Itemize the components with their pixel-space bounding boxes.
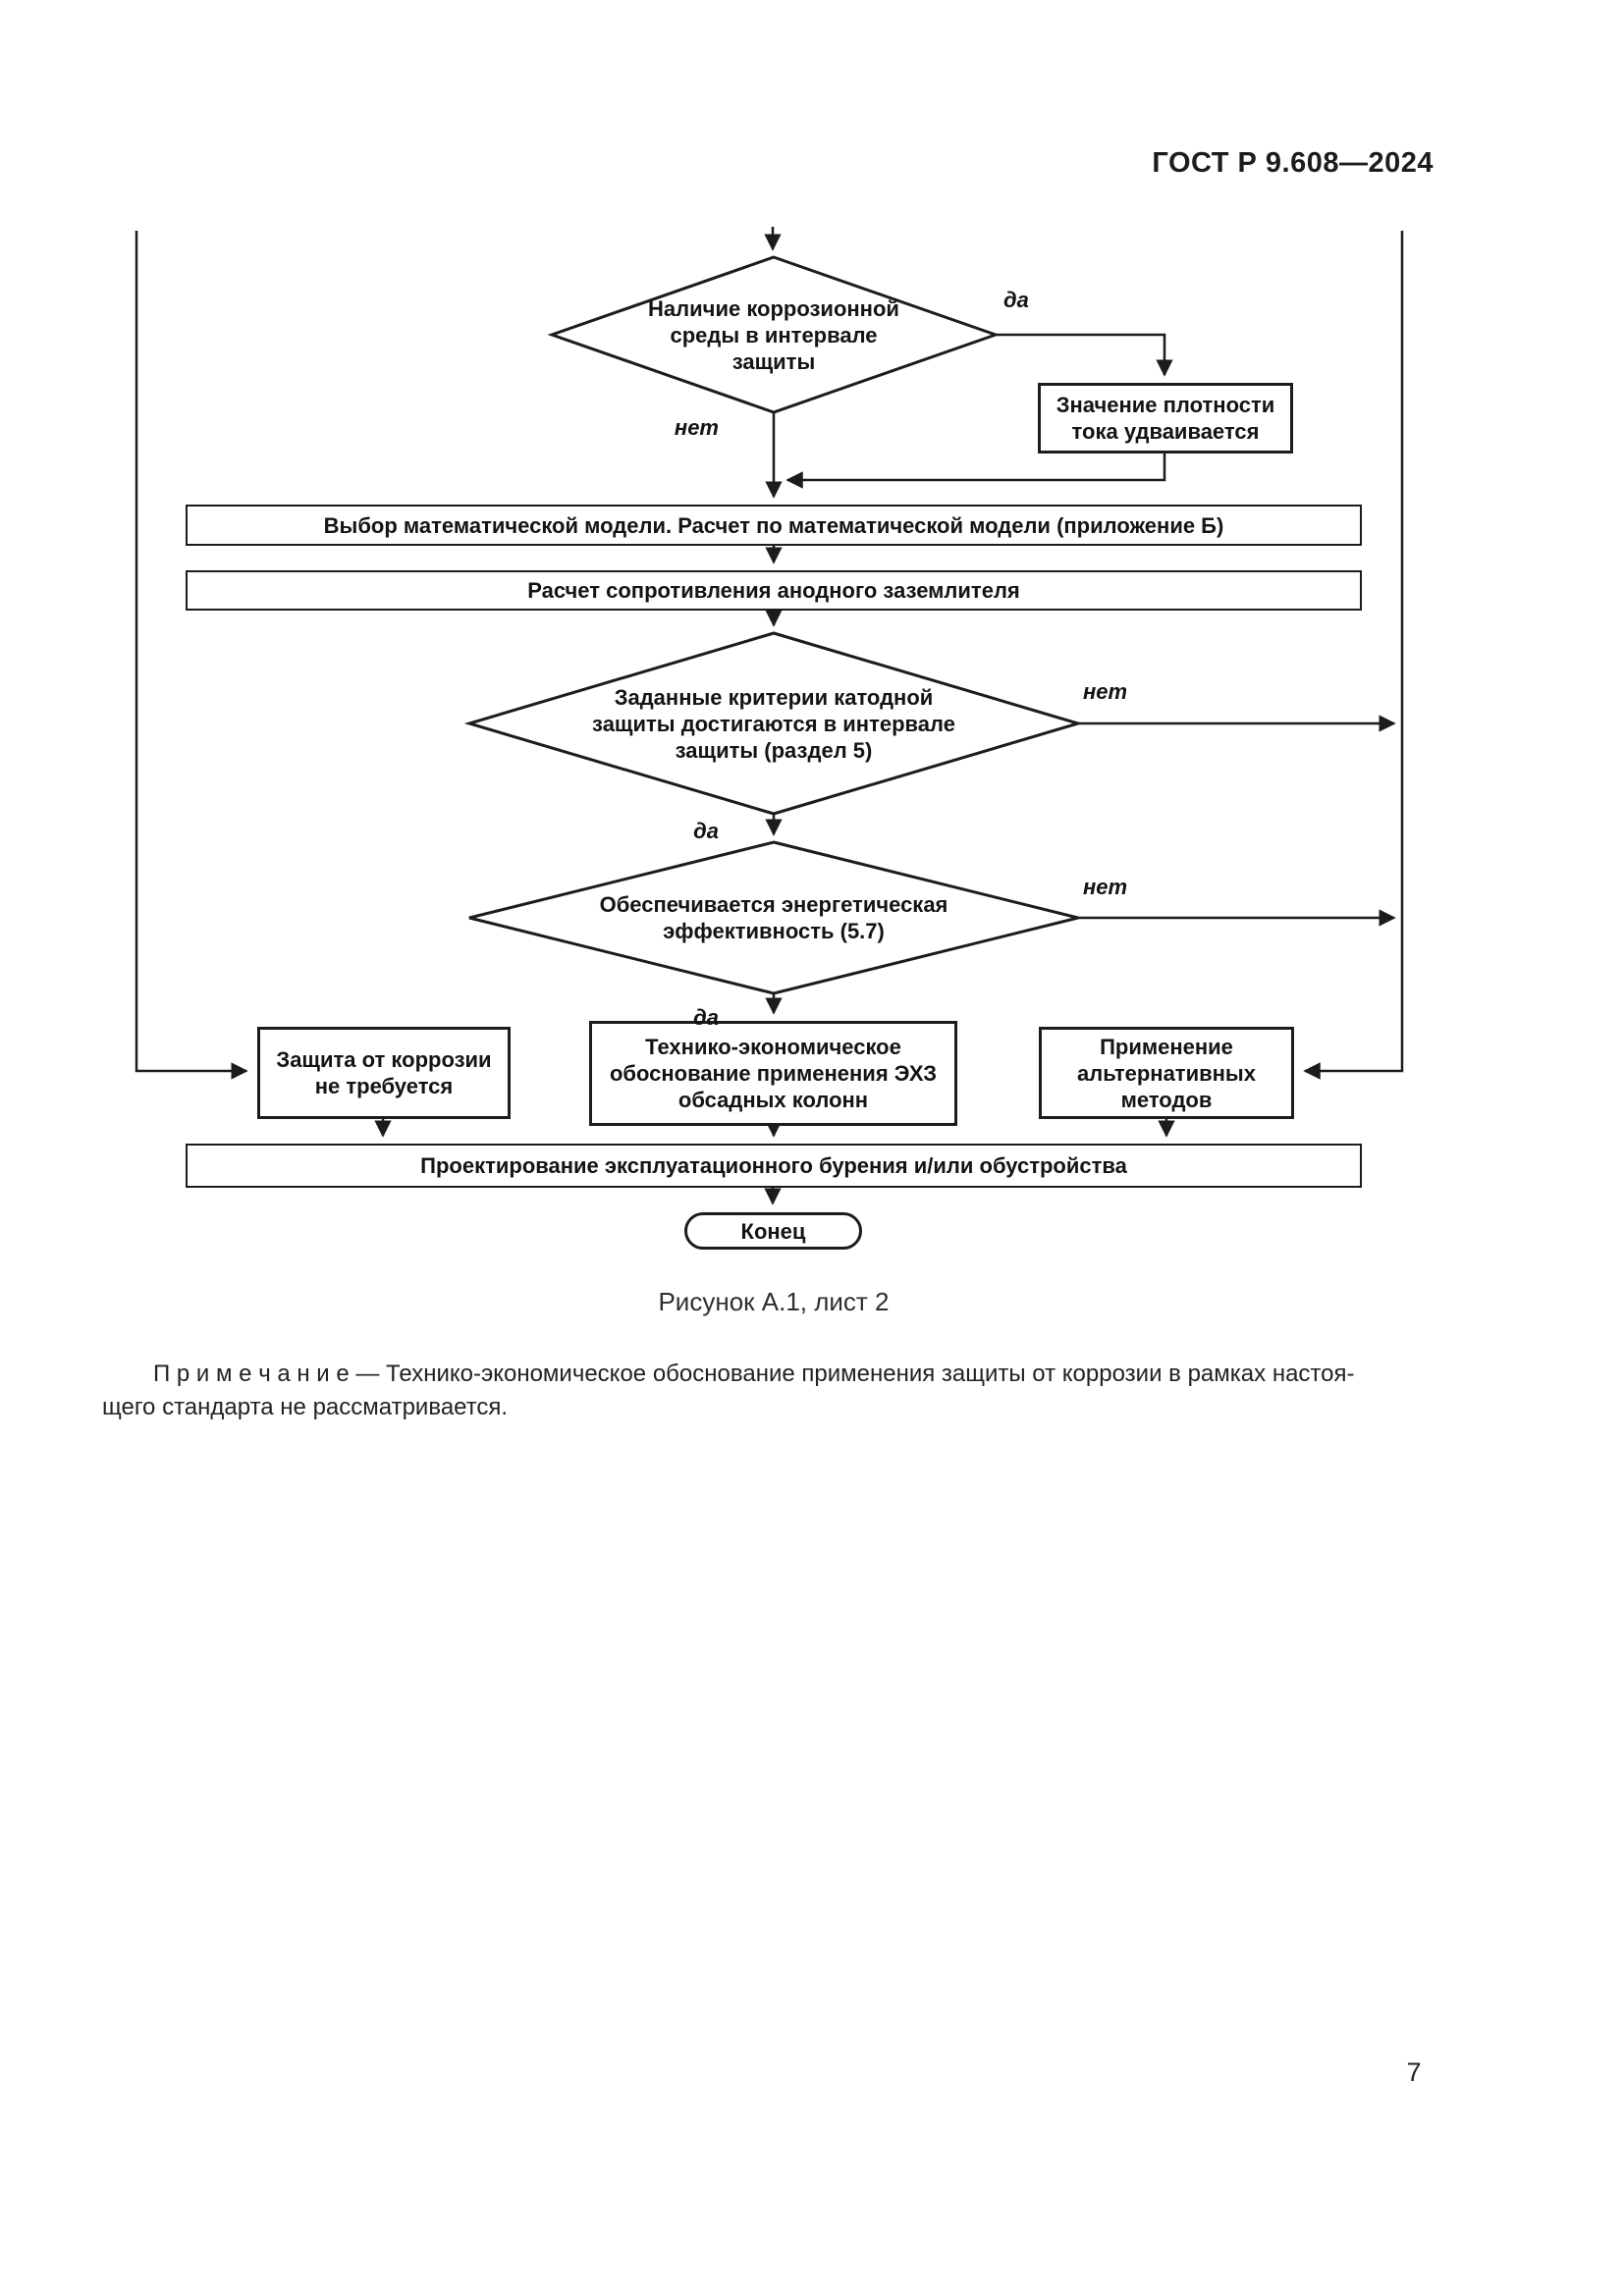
decision-corrosive-medium-label: Наличие коррозионной среды в интервале з… (648, 295, 899, 374)
process-model-selection: Выбор математической модели. Расчет по м… (186, 505, 1362, 546)
connector-density-return (785, 454, 1166, 489)
process-alternative-methods-label: Применение альтернативных методов (1077, 1034, 1256, 1112)
diamond-cathodic-criteria (463, 631, 1084, 816)
process-feasibility-study: Технико-экономическое обоснование примен… (589, 1021, 957, 1126)
branch-label-no-1: нет (674, 415, 719, 440)
branch-label-no-3: нет (1083, 875, 1128, 899)
decision-energy-efficiency: Обеспечивается энергетическая эффективно… (509, 869, 1039, 967)
process-design-drilling-label: Проектирование эксплуатационного бурения… (420, 1153, 1127, 1178)
decision-corrosive-medium: Наличие коррозионной среды в интервале з… (582, 280, 965, 390)
branch-label-no-2: нет (1083, 679, 1128, 704)
note-line-2: щего стандарта не рассматривается. (102, 1394, 509, 1420)
decision-energy-efficiency-label: Обеспечивается энергетическая эффективно… (599, 892, 948, 943)
terminator-end: Конец (684, 1212, 862, 1250)
terminator-end-label: Конец (740, 1218, 806, 1244)
connector-left-rail (135, 231, 248, 1080)
diamond-corrosive-medium (547, 255, 1001, 414)
connector-d1-yes-branch (996, 333, 1173, 377)
branch-label-yes-2: да (693, 819, 719, 843)
decision-cathodic-criteria-label: Заданные критерии катодной защиты достиг… (592, 685, 955, 763)
process-current-density-doubles: Значение плотности тока удваивается (1038, 383, 1293, 454)
process-design-drilling: Проектирование эксплуатационного бурения… (186, 1144, 1362, 1188)
process-no-protection-needed-label: Защита от коррозии не требуется (276, 1047, 492, 1098)
page-number: 7 (1406, 2057, 1422, 2087)
decision-cathodic-criteria: Заданные критерии катодной защиты достиг… (509, 648, 1039, 800)
process-model-selection-label: Выбор математической модели. Расчет по м… (323, 512, 1224, 538)
diamond-energy-efficiency (468, 840, 1079, 995)
flowchart-canvas (135, 227, 1404, 1205)
connector-right-rail (1303, 231, 1404, 1080)
figure-caption: Рисунок А.1, лист 2 (658, 1287, 890, 1316)
process-no-protection-needed: Защита от коррозии не требуется (257, 1027, 511, 1119)
note-line-1: П р и м е ч а н и е — Технико-экономичес… (153, 1361, 1355, 1387)
process-anode-resistance: Расчет сопротивления анодного заземлител… (186, 570, 1362, 611)
branch-label-yes-3: да (693, 1005, 719, 1030)
branch-label-yes-1: да (1003, 288, 1029, 312)
process-anode-resistance-label: Расчет сопротивления анодного заземлител… (527, 578, 1020, 603)
process-feasibility-study-label: Технико-экономическое обоснование примен… (609, 1035, 938, 1112)
process-current-density-doubles-label: Значение плотности тока удваивается (1056, 393, 1275, 444)
note-text: П р и м е ч а н и е — Технико-экономичес… (102, 1358, 1449, 1424)
process-alternative-methods: Применение альтернативных методов (1039, 1027, 1294, 1119)
document-header: ГОСТ Р 9.608—2024 (1152, 147, 1434, 179)
